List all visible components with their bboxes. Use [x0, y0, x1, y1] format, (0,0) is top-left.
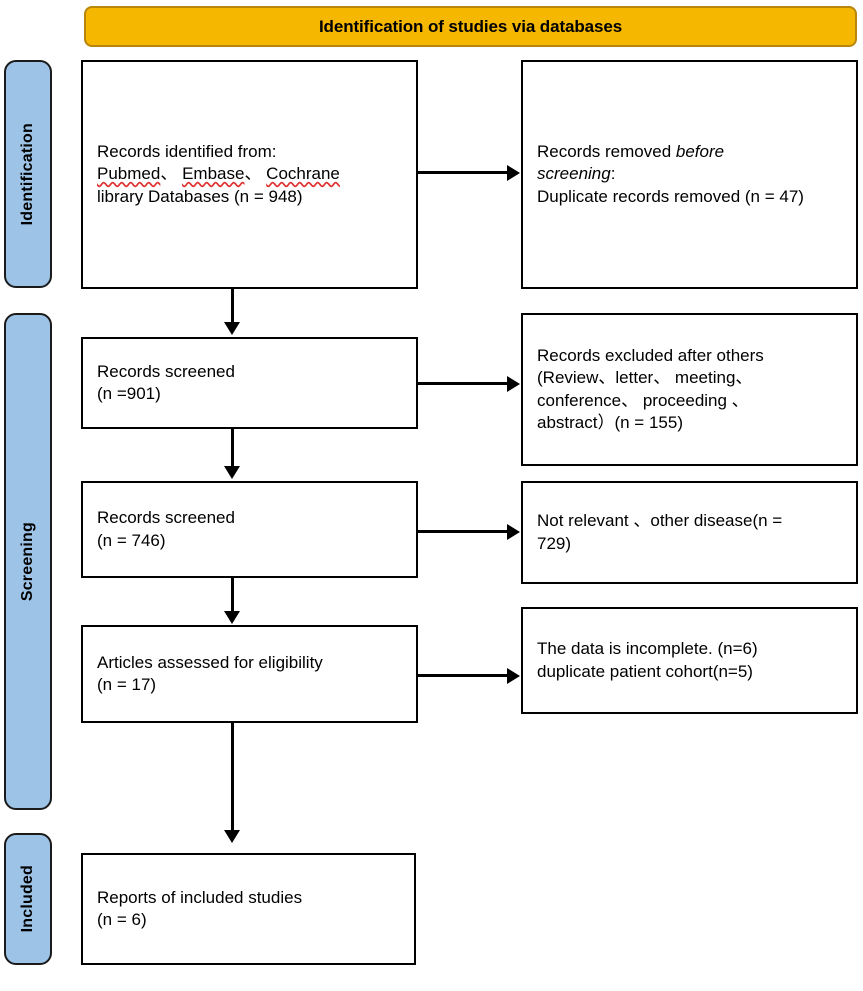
- articles-eligibility-count: (n = 17): [97, 675, 157, 694]
- box-records-excluded-text: Records excluded after others(Review、let…: [523, 345, 774, 433]
- connector-screened901-to-screened746: [231, 429, 234, 469]
- header-banner-label: Identification of studies via databases: [318, 16, 623, 36]
- box-records-identified-text: Records identified from:Pubmed、 Embase、 …: [83, 141, 350, 207]
- duplicate-cohort-line2: duplicate patient cohort(n=5): [537, 661, 753, 681]
- box-records-screened-901: Records screened (n =901): [81, 337, 418, 429]
- arrow-down-icon: [224, 830, 240, 843]
- box-records-screened-746: Records screened(n = 746): [81, 481, 418, 578]
- not-relevant-line1: Not relevant 、other disease(n =: [537, 511, 783, 531]
- records-identified-line3: library Databases (n = 948): [97, 186, 303, 206]
- box-not-relevant: Not relevant 、other disease(n =729): [521, 481, 858, 584]
- arrow-right-icon: [507, 524, 520, 540]
- records-screened-901-line1: Records screened: [97, 361, 235, 381]
- box-records-removed-text: Records removed before screening:Duplicat…: [523, 141, 814, 207]
- not-relevant-line2: 729): [537, 533, 572, 553]
- source-embase: Embase: [182, 164, 245, 184]
- records-removed-colon: :: [610, 164, 616, 184]
- source-separator-1: 、: [160, 164, 178, 184]
- box-data-incomplete: The data is incomplete. (n=6)duplicate p…: [521, 607, 858, 714]
- connector-eligibility-to-included: [231, 723, 234, 833]
- arrow-right-icon: [507, 376, 520, 392]
- box-not-relevant-text: Not relevant 、other disease(n =729): [523, 510, 792, 554]
- source-separator-2: 、: [244, 164, 262, 184]
- arrow-down-icon: [224, 611, 240, 624]
- source-pubmed: Pubmed: [97, 164, 161, 184]
- stage-label-screening: Screening: [4, 313, 52, 810]
- connector-screened746-to-eligibility: [231, 578, 234, 614]
- records-excluded-line3: conference、 proceeding 、: [537, 390, 749, 410]
- arrow-right-icon: [507, 668, 520, 684]
- arrow-down-icon: [224, 322, 240, 335]
- records-screened-746-line1: Records screened: [97, 508, 235, 528]
- reports-included-line1: Reports of included studies: [97, 887, 303, 907]
- connector-identified-to-screened901: [231, 289, 234, 325]
- box-records-excluded: Records excluded after others(Review、let…: [521, 313, 858, 466]
- connector-screened746-to-notrelevant: [418, 530, 510, 533]
- reports-included-count: (n = 6): [97, 910, 147, 929]
- stage-screening-text: Screening: [19, 521, 36, 602]
- records-screened-746-count: (n = 746): [97, 530, 166, 550]
- data-incomplete-line1: The data is incomplete. (n=6): [537, 639, 758, 659]
- stage-label-included: Included: [4, 833, 52, 965]
- stage-included-text: Included: [19, 865, 36, 933]
- records-removed-italic-screening: screening: [537, 164, 611, 184]
- box-articles-eligibility: Articles assessed for eligibility (n = 17…: [81, 625, 418, 723]
- arrow-down-icon: [224, 466, 240, 479]
- box-reports-included: Reports of included studies (n = 6): [81, 853, 416, 965]
- records-screened-901-count: (n =901): [97, 384, 161, 403]
- records-removed-prefix: Records removed: [537, 142, 676, 162]
- records-excluded-line1: Records excluded after others: [537, 346, 764, 366]
- box-articles-eligibility-text: Articles assessed for eligibility (n = 17…: [83, 652, 333, 696]
- duplicate-records-removed: Duplicate records removed (n = 47): [537, 186, 804, 206]
- header-banner: Identification of studies via databases: [84, 6, 857, 47]
- source-cochrane: Cochrane: [266, 164, 340, 184]
- records-excluded-line4: abstract）(n = 155): [537, 412, 683, 432]
- stage-identification-text: Identification: [19, 122, 36, 226]
- stage-label-identification: Identification: [4, 60, 52, 288]
- box-records-screened-746-text: Records screened(n = 746): [83, 507, 245, 551]
- connector-identified-to-removed: [418, 171, 510, 174]
- box-reports-included-text: Reports of included studies (n = 6): [83, 887, 312, 931]
- box-records-identified: Records identified from:Pubmed、 Embase、 …: [81, 60, 418, 289]
- records-excluded-line2: (Review、letter、 meeting、: [537, 368, 753, 388]
- arrow-right-icon: [507, 165, 520, 181]
- records-removed-italic-before: before: [675, 142, 725, 162]
- box-data-incomplete-text: The data is incomplete. (n=6)duplicate p…: [523, 638, 768, 682]
- connector-screened901-to-excluded: [418, 382, 510, 385]
- articles-eligibility-line1: Articles assessed for eligibility: [97, 652, 323, 672]
- connector-eligibility-to-incomplete: [418, 674, 510, 677]
- box-records-removed: Records removed before screening:Duplicat…: [521, 60, 858, 289]
- records-identified-line1: Records identified from:: [97, 142, 277, 162]
- box-records-screened-901-text: Records screened (n =901): [83, 361, 245, 405]
